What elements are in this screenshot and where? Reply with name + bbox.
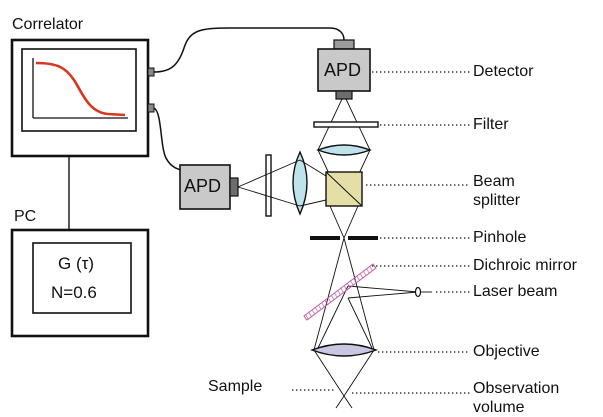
laser-beam-label: Laser beam	[473, 283, 558, 300]
apd-left-label: APD	[184, 176, 222, 196]
correlator-port-top	[147, 67, 155, 77]
detection-beam-side	[237, 159, 327, 207]
beam-splitter-cube	[325, 171, 363, 207]
detector-label: Detector	[473, 63, 534, 80]
objective-label: Objective	[473, 343, 540, 360]
pinhole-label: Pinhole	[473, 229, 527, 246]
cable-to-top-apd	[153, 27, 345, 73]
correlator-label: Correlator	[12, 16, 84, 33]
side-filter-plate	[265, 154, 272, 217]
leader-lines	[292, 71, 470, 394]
apd-top-label: APD	[324, 60, 362, 80]
main-optical-path	[313, 205, 375, 409]
observation-volume-label-line1: Observation	[473, 380, 560, 397]
dichroic-mirror-label: Dichroic mirror	[473, 257, 577, 274]
filter-label: Filter	[473, 116, 509, 133]
g-tau-readout: G (τ)	[58, 254, 94, 273]
correlator-port-bottom	[147, 103, 155, 113]
side-focusing-lens	[292, 150, 308, 216]
correlation-curve-plot	[32, 58, 128, 119]
laser-focusing-lens	[414, 286, 422, 298]
cable-to-left-apd	[153, 107, 191, 173]
beam-splitter-label-line2: splitter	[473, 192, 521, 209]
pc-label: PC	[14, 208, 37, 225]
sample-label: Sample	[208, 378, 263, 395]
upper-focusing-lens	[316, 144, 372, 156]
objective-lens	[310, 343, 378, 357]
correlation-curve	[35, 61, 126, 117]
beam-splitter-label-line1: Beam	[473, 173, 515, 190]
pinhole-aperture	[310, 236, 378, 240]
correlator-box	[10, 38, 155, 158]
dichroic-mirror	[303, 263, 377, 321]
detection-beam-upper	[317, 98, 371, 181]
observation-volume-label-line2: volume	[473, 399, 525, 416]
apd-detector-top	[317, 39, 371, 100]
pc-box	[10, 228, 150, 338]
emission-filter	[313, 121, 379, 128]
laser-beam-path	[317, 285, 432, 349]
apd-detector-left	[179, 164, 239, 210]
particle-number-readout: N=0.6	[51, 283, 97, 302]
